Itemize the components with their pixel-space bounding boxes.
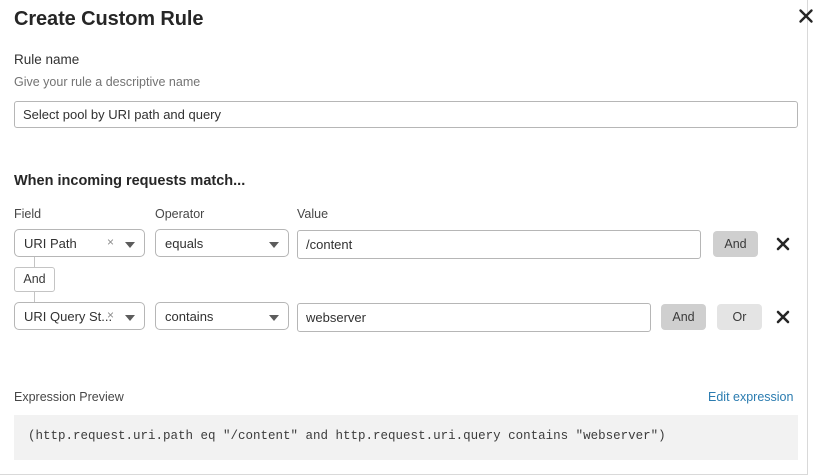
column-header-operator: Operator [155,207,205,221]
operator-select-row-1[interactable]: equals [155,229,289,257]
and-button-row-1[interactable]: And [713,231,758,257]
chevron-down-icon-field-row-2 [125,315,135,321]
connector-line-top [34,257,35,268]
connector-line-bottom [34,292,35,303]
field-select-row-1[interactable]: URI Path × [14,229,145,257]
field-select-value-row-2: URI Query St... [24,309,112,324]
delete-row-icon-row-2[interactable] [774,308,792,326]
operator-select-row-2[interactable]: contains [155,302,289,330]
match-section-heading: When incoming requests match... [14,173,246,189]
operator-select-value-row-1: equals [165,236,204,251]
chevron-down-icon-operator-row-2 [269,315,279,321]
field-select-row-2[interactable]: URI Query St... × [14,302,145,330]
field-select-value-row-1: URI Path [24,236,77,251]
chevron-down-icon-operator-row-1 [269,242,279,248]
close-icon[interactable] [796,6,816,26]
page-title: Create Custom Rule [14,8,204,30]
column-header-value: Value [297,207,329,221]
expression-preview-label: Expression Preview [14,390,124,404]
rule-name-input[interactable] [14,101,798,128]
edit-expression-link[interactable]: Edit expression [708,390,794,404]
rule-name-help-text: Give your rule a descriptive name [14,75,201,89]
clear-icon-row-2[interactable]: × [106,308,114,322]
or-button-row-2[interactable]: Or [717,304,762,330]
delete-row-icon-row-1[interactable] [774,235,792,253]
chevron-down-icon-field-row-1 [125,242,135,248]
and-button-row-2[interactable]: And [661,304,706,330]
connector-and-badge[interactable]: And [14,267,55,292]
value-input-row-2[interactable] [297,303,651,332]
clear-icon-row-1[interactable]: × [106,235,114,249]
column-header-field: Field [14,207,42,221]
rule-name-label: Rule name [14,52,80,67]
value-input-row-1[interactable] [297,230,701,259]
expression-preview-code: (http.request.uri.path eq "/content" and… [14,415,798,460]
operator-select-value-row-2: contains [165,309,214,324]
